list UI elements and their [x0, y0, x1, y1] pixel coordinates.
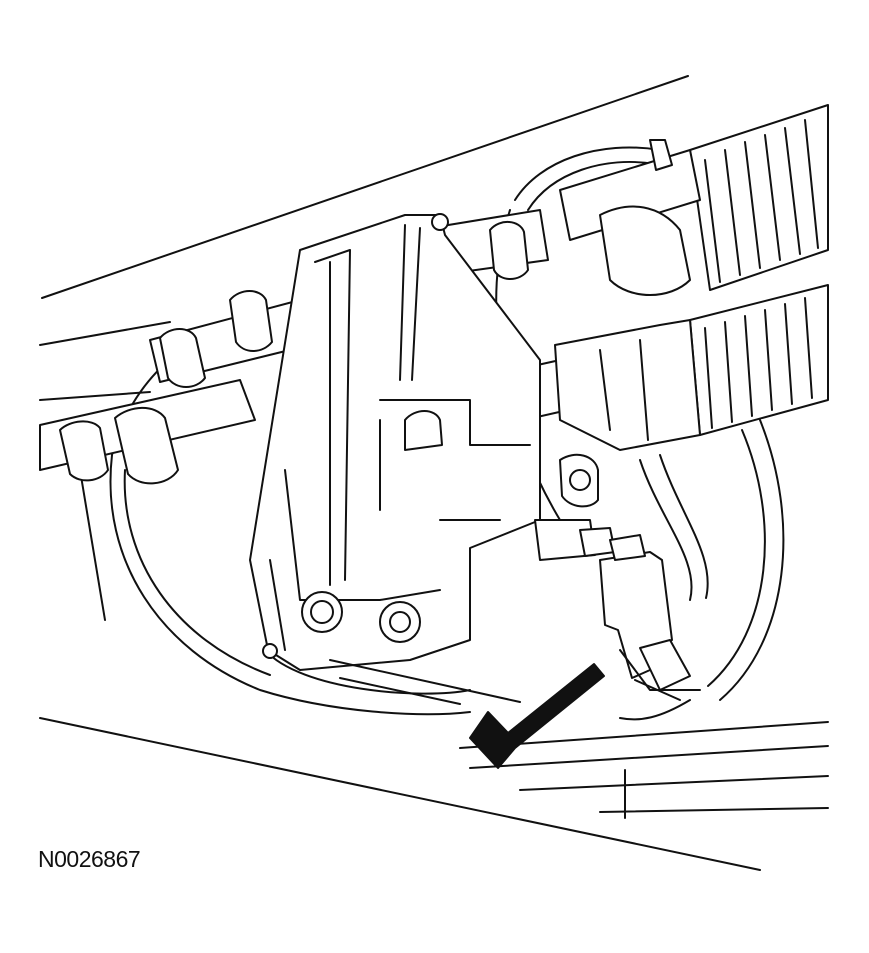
callout-arrow-icon: [469, 663, 605, 769]
wiring-harness: [554, 104, 829, 601]
figure-label: N0026867: [38, 846, 141, 872]
sensor-connector: [534, 519, 701, 701]
module-body: [249, 213, 599, 705]
